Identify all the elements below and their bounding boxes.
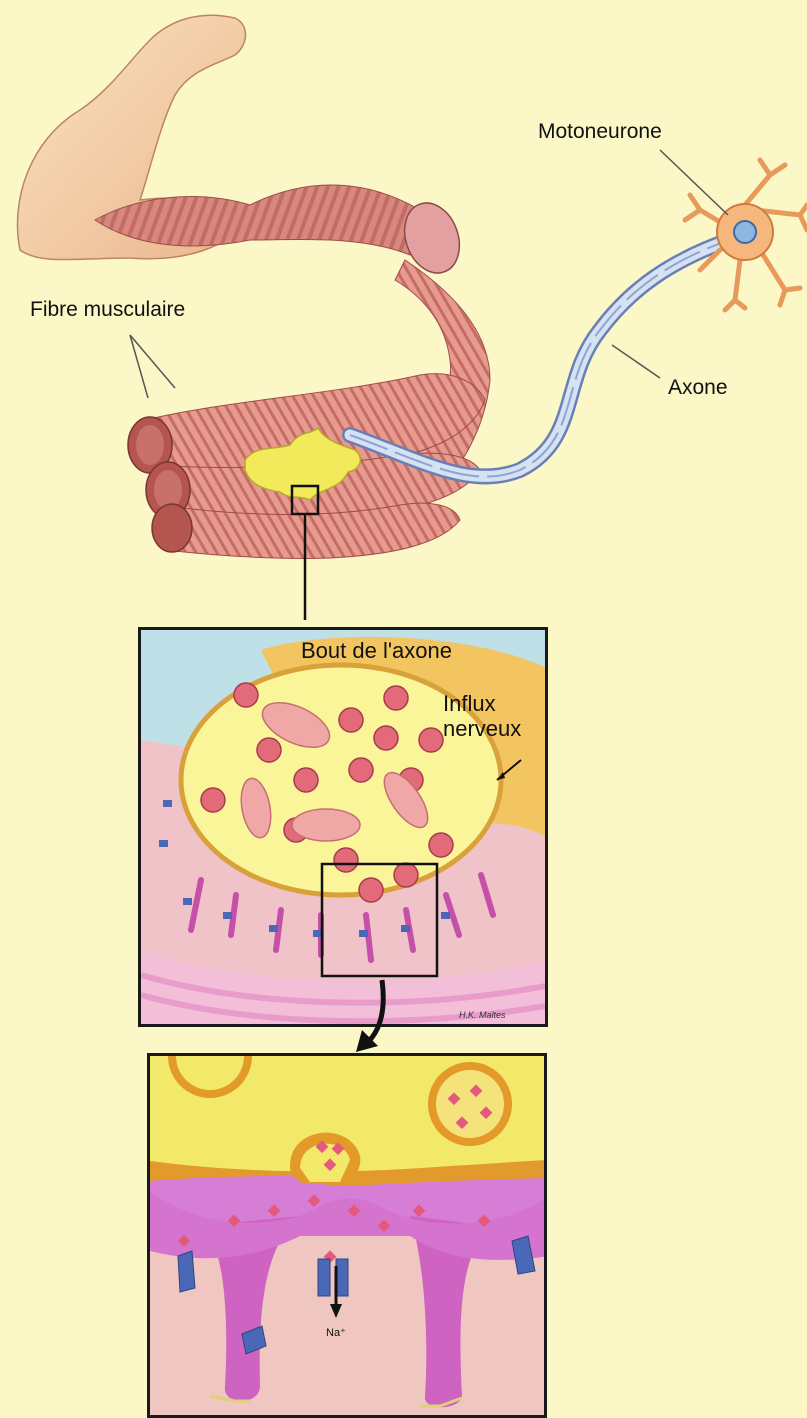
label-fibre-musculaire: Fibre musculaire: [30, 298, 185, 322]
label-influx-line1: Influx: [443, 692, 496, 716]
label-motoneurone: Motoneurone: [538, 120, 662, 144]
label-sodium-ion: Na⁺: [326, 1326, 346, 1339]
label-bout-axone: Bout de l'axone: [301, 638, 452, 664]
axone-pointer: [612, 345, 660, 378]
axon-terminal-panel: Bout de l'axone Influx nerveux H.K. Malt…: [138, 627, 548, 1027]
label-axone: Axone: [668, 376, 728, 400]
motoneuron-cell: [685, 160, 807, 310]
fibre-musculaire-pointer: [130, 335, 175, 398]
synapse-detail-panel: Na⁺: [147, 1053, 547, 1418]
artist-signature: H.K. Maltes: [459, 1010, 506, 1020]
label-influx-line2: nerveux: [443, 716, 521, 742]
axon-terminal-illustration: [141, 630, 548, 1027]
synapse-detail-illustration: [150, 1056, 547, 1418]
